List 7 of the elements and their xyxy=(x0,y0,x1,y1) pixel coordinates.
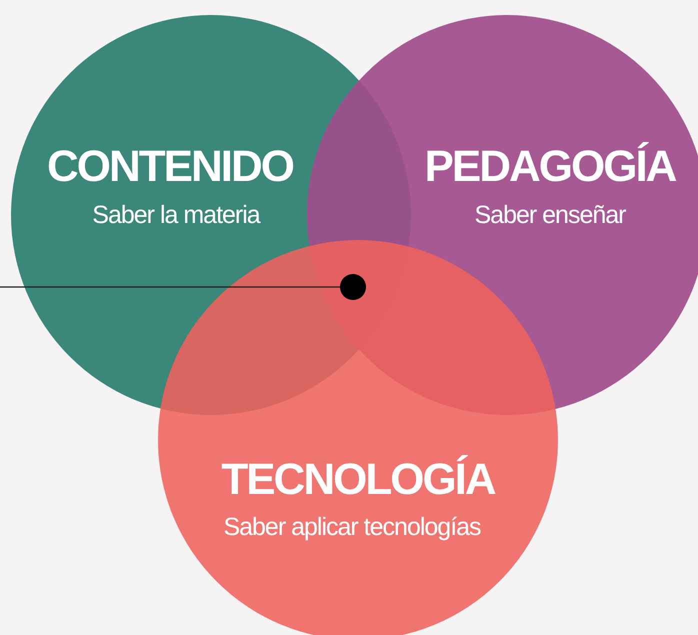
circle-heading: TECNOLOGÍA xyxy=(221,455,495,505)
circle-heading: CONTENIDO xyxy=(47,142,293,192)
circle-subtitle: Saber enseñar xyxy=(474,200,626,230)
circle-subtitle: Saber la materia xyxy=(92,200,260,230)
circle-heading: PEDAGOGÍA xyxy=(424,142,676,192)
circle-subtitle: Saber aplicar tecnologías xyxy=(223,512,481,542)
leader-line xyxy=(0,286,340,288)
